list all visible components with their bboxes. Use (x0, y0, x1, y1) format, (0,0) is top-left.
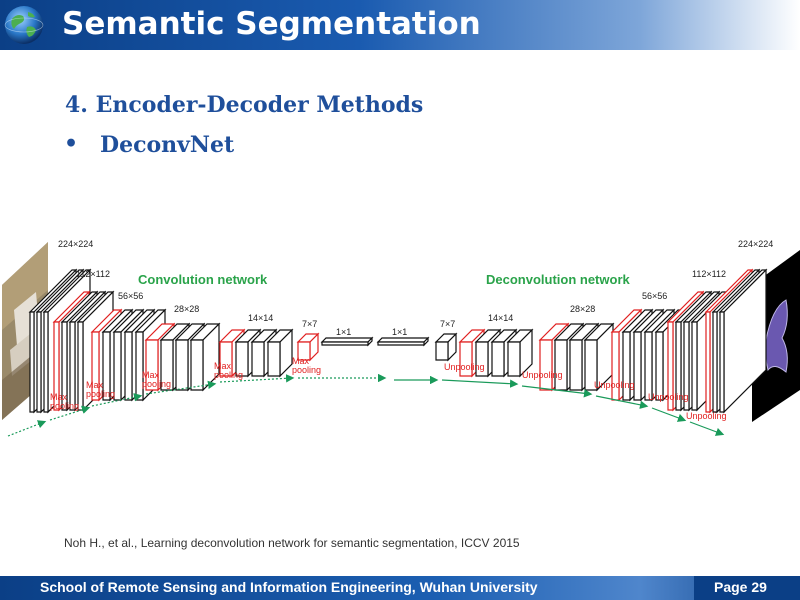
slide-footer: School of Remote Sensing and Information… (0, 576, 800, 600)
flow-arrow (441, 379, 519, 388)
convolution-network-label: Convolution network (138, 272, 268, 287)
unpooling-label: Unpooling (594, 380, 635, 390)
page-number-box (694, 576, 800, 600)
size-label: 56×56 (642, 291, 667, 301)
size-label: 14×14 (488, 313, 513, 323)
size-label: 14×14 (248, 313, 273, 323)
unpooling-label: Unpooling (522, 370, 563, 380)
flow-arrow (219, 374, 295, 383)
size-label: 28×28 (570, 304, 595, 314)
slide-header: Semantic Segmentation (0, 0, 800, 50)
size-label: 28×28 (174, 304, 199, 314)
conv-layer (266, 328, 294, 378)
fc-layer (376, 336, 430, 347)
bullet-item: DeconvNet (100, 132, 235, 158)
deconvnet-diagram: Convolution network Deconvolution networ… (2, 239, 800, 437)
flow-arrow (91, 393, 143, 407)
page-number: Page 29 (714, 579, 767, 595)
size-label: 112×112 (76, 269, 110, 279)
fc-layer (320, 336, 374, 347)
size-label: 224×224 (58, 239, 93, 249)
size-label: 56×56 (118, 291, 143, 301)
globe-icon (4, 6, 44, 44)
flow-arrow (145, 380, 217, 395)
size-label: 1×1 (336, 327, 351, 337)
deconv-layer (718, 268, 768, 414)
size-label: 7×7 (440, 319, 455, 329)
flow-arrow (7, 420, 47, 437)
flow-arrow (521, 385, 593, 398)
deconv-layer (434, 332, 458, 362)
slide-title: Semantic Segmentation (62, 6, 481, 42)
unpooling-label: Unpooling (648, 392, 689, 402)
deconv-layer (506, 328, 534, 378)
citation: Noh H., et al., Learning deconvolution n… (64, 536, 520, 550)
size-label: 1×1 (392, 327, 407, 337)
max-pooling-layer (296, 332, 320, 362)
bullet-marker: • (64, 131, 79, 157)
section-heading: 4. Encoder-Decoder Methods (65, 92, 424, 118)
flow-arrow (49, 405, 91, 421)
flow-arrow (651, 407, 687, 422)
conv-layer (189, 322, 221, 392)
footer-text: School of Remote Sensing and Information… (40, 579, 538, 595)
unpooling-label: Unpooling (686, 411, 727, 421)
flow-arrow (595, 395, 649, 409)
deconvolution-network-label: Deconvolution network (486, 272, 631, 287)
flow-arrow (689, 421, 725, 436)
size-label: 7×7 (302, 319, 317, 329)
size-label: 224×224 (738, 239, 773, 249)
unpooling-label: Unpooling (444, 362, 485, 372)
deconv-layer (583, 322, 615, 392)
size-label: 112×112 (692, 269, 726, 279)
